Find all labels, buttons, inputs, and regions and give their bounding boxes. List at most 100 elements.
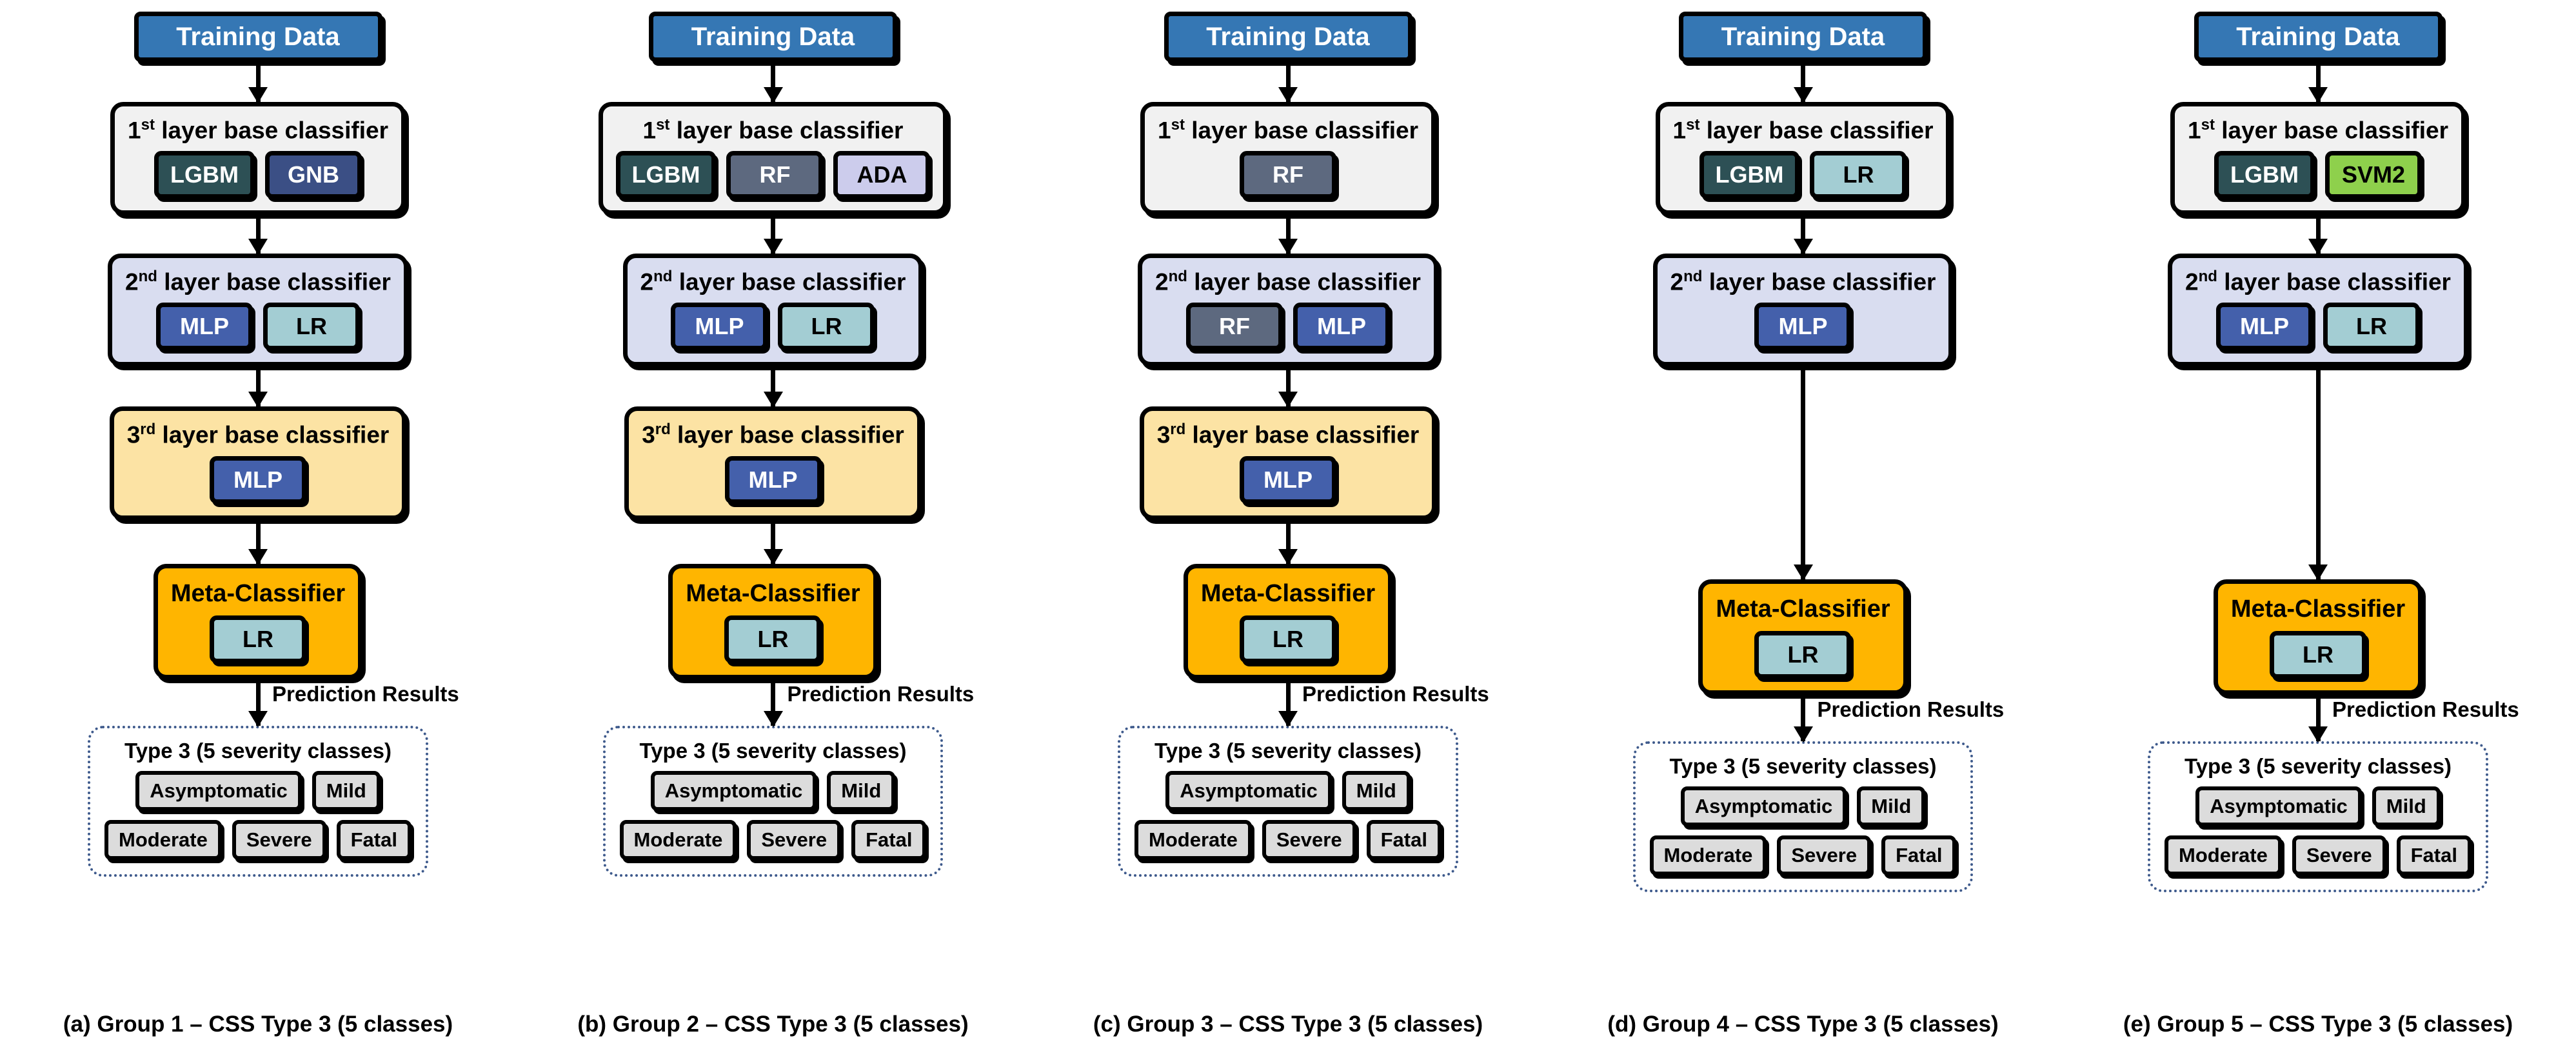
model-chip-rf[interactable]: RF [726, 151, 824, 199]
model-chip-lr[interactable]: LR [263, 303, 360, 351]
layer1-title: 1st layer base classifier [2188, 116, 2448, 144]
model-chip-lr[interactable]: LR [1810, 151, 1907, 199]
class-box-mild[interactable]: Mild [1857, 786, 1926, 827]
class-box-asymptomatic[interactable]: Asymptomatic [2195, 786, 2362, 827]
model-chip-mlp[interactable]: MLP [155, 303, 253, 351]
meta-chip-row: LR [1239, 615, 1336, 663]
model-chip-lgbm[interactable]: LGBM [154, 151, 255, 199]
class-box-severe[interactable]: Severe [747, 819, 842, 860]
model-chip-lr[interactable]: LR [724, 615, 822, 663]
class-box-asymptomatic[interactable]: Asymptomatic [1680, 786, 1847, 827]
class-box-asymptomatic[interactable]: Asymptomatic [1165, 770, 1332, 811]
class-box-severe[interactable]: Severe [1777, 835, 1872, 876]
layer1-title: 1st layer base classifier [642, 116, 904, 144]
training-data-box[interactable]: Training Data [134, 12, 382, 62]
prediction-results-title: Type 3 (5 severity classes) [1669, 754, 1937, 779]
class-box-fatal[interactable]: Fatal [336, 819, 411, 860]
training-data-box[interactable]: Training Data [649, 12, 897, 62]
model-chip-rf[interactable]: RF [1240, 151, 1336, 199]
meta-chip-row: LR [209, 615, 306, 663]
layer2-title: 2nd layer base classifier [2185, 268, 2451, 295]
class-box-severe[interactable]: Severe [2292, 835, 2386, 876]
arrow-layer2-to-layer3 [255, 366, 261, 407]
model-chip-mlp[interactable]: MLP [1754, 303, 1852, 351]
meta-classifier-title: Meta-Classifier [2230, 595, 2406, 623]
layer2-title: 2nd layer base classifier [1155, 268, 1421, 295]
model-chip-lr[interactable]: LR [209, 615, 306, 663]
model-chip-ada[interactable]: ADA [833, 151, 931, 199]
training-data-box[interactable]: Training Data [1164, 12, 1412, 62]
class-box-mild[interactable]: Mild [1342, 770, 1411, 811]
layer1-title: 1st layer base classifier [1158, 116, 1418, 144]
class-box-moderate[interactable]: Moderate [619, 819, 737, 860]
arrow-layer2-to-meta [1801, 366, 1805, 580]
model-chip-gnb[interactable]: GNB [264, 151, 362, 199]
training-data-box[interactable]: Training Data [1679, 12, 1927, 62]
class-box-mild[interactable]: Mild [2372, 786, 2441, 827]
class-box-asymptomatic[interactable]: Asymptomatic [135, 770, 302, 811]
class-box-fatal[interactable]: Fatal [1366, 819, 1442, 860]
training-data-box[interactable]: Training Data [2194, 12, 2442, 62]
model-chip-lgbm[interactable]: LGBM [1699, 151, 1800, 199]
class-box-severe[interactable]: Severe [232, 819, 326, 860]
model-chip-mlp[interactable]: MLP [724, 455, 822, 504]
class-box-fatal[interactable]: Fatal [851, 819, 927, 860]
class-box-mild[interactable]: Mild [827, 770, 896, 811]
arrow-layer1-to-layer2-wrap [1036, 215, 1540, 254]
model-chip-lgbm[interactable]: LGBM [615, 151, 717, 199]
arrow-layer1-to-layer2-wrap [2066, 215, 2570, 254]
class-box-severe[interactable]: Severe [1262, 819, 1356, 860]
class-box-fatal[interactable]: Fatal [1881, 835, 1957, 876]
class-box-asymptomatic[interactable]: Asymptomatic [650, 770, 817, 811]
model-chip-lr[interactable]: LR [2269, 631, 2366, 679]
model-chip-lr[interactable]: LR [2323, 303, 2420, 351]
model-chip-lr[interactable]: LR [1239, 615, 1336, 663]
model-chip-lgbm[interactable]: LGBM [2214, 151, 2315, 199]
layer1-title: 1st layer base classifier [1672, 116, 1934, 144]
arrow-meta-to-prediction [771, 679, 775, 726]
prediction-results-title: Type 3 (5 severity classes) [1154, 738, 1422, 763]
class-box-moderate[interactable]: Moderate [2165, 835, 2282, 876]
model-chip-mlp[interactable]: MLP [1240, 455, 1336, 504]
arrow-layer3-to-meta-wrap [522, 519, 1025, 564]
model-chip-mlp[interactable]: MLP [1293, 303, 1390, 351]
arrow-meta-to-prediction [2315, 695, 2321, 742]
arrow-layer2-to-layer3-wrap [522, 366, 1025, 407]
class-box-moderate[interactable]: Moderate [104, 819, 222, 860]
group-caption: (d) Group 4 – CSS Type 3 (5 classes) [1607, 1012, 1999, 1037]
model-chip-mlp[interactable]: MLP [671, 303, 768, 351]
model-chip-mlp[interactable]: MLP [210, 455, 306, 504]
class-box-moderate[interactable]: Moderate [1649, 835, 1767, 876]
arrow-training-to-layer1 [255, 62, 261, 102]
model-chip-svm2[interactable]: SVM2 [2324, 151, 2422, 199]
class-box-fatal[interactable]: Fatal [2396, 835, 2472, 876]
arrow-meta-to-prediction-wrap: Prediction Results [2066, 695, 2570, 742]
class-box-mild[interactable]: Mild [312, 770, 381, 811]
arrow-layer3-to-meta [1285, 519, 1291, 564]
class-box-moderate[interactable]: Moderate [1134, 819, 1252, 860]
model-chip-lr[interactable]: LR [1754, 631, 1852, 679]
model-chip-rf[interactable]: RF [1185, 303, 1283, 351]
arrow-meta-to-prediction [255, 679, 261, 726]
model-chip-lr[interactable]: LR [778, 303, 875, 351]
model-chip-mlp[interactable]: MLP [2215, 303, 2313, 351]
